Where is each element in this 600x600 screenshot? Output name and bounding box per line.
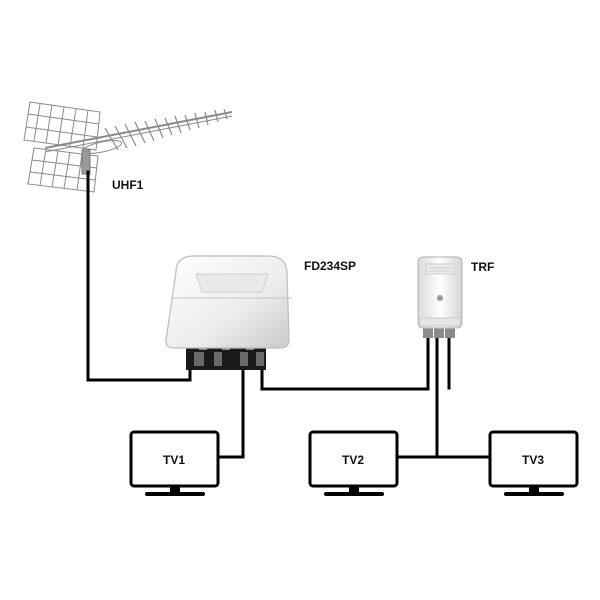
tv-1: TV1: [129, 430, 220, 496]
uhf-antenna-icon: [23, 101, 233, 193]
tv-label: TV3: [522, 453, 544, 467]
tv-2: TV2: [308, 430, 399, 496]
antenna-label: UHF1: [112, 178, 144, 192]
tv-label: TV2: [342, 453, 364, 467]
splitter-device-icon: [417, 256, 463, 338]
cable-splitter-to-tv2: [397, 334, 439, 459]
cables: [86, 170, 493, 459]
tv-icon: [129, 430, 220, 496]
tv-label: TV1: [163, 453, 185, 467]
tv-icon: [308, 430, 399, 496]
amplifier-label: FD234SP: [304, 259, 356, 273]
cable-antenna-to-amplifier: [86, 170, 192, 382]
splitter-label: TRF: [471, 260, 494, 274]
cable-amplifier-to-splitter: [260, 334, 430, 391]
amplifier-device-icon: [165, 255, 292, 370]
cable-amplifier-to-tv1: [216, 366, 245, 459]
tv-3: TV3: [488, 430, 579, 496]
tv-icon: [488, 430, 579, 496]
